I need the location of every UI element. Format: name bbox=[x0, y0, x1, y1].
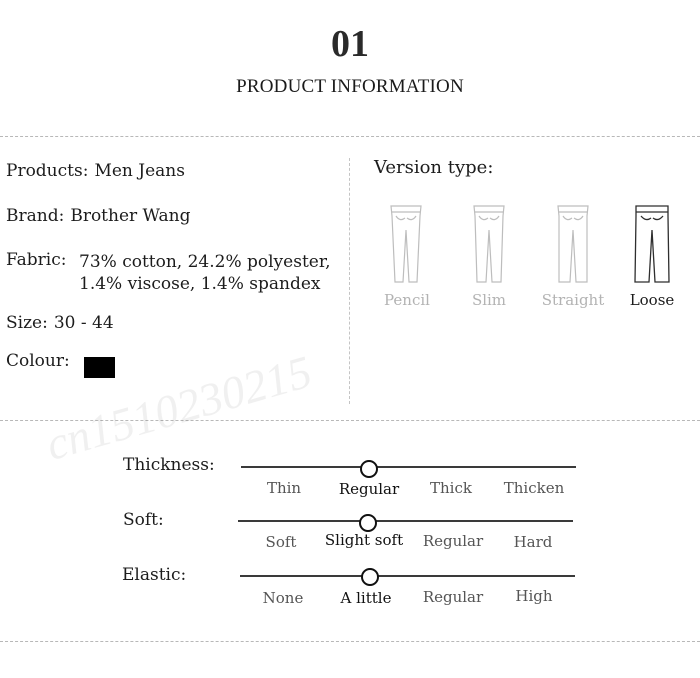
rating-label-soft: Soft: bbox=[123, 510, 164, 530]
size-label: Size: bbox=[6, 313, 48, 333]
divider-middle bbox=[0, 420, 700, 421]
straight-pants-icon bbox=[557, 205, 589, 283]
elastic-option-a-little: A little bbox=[340, 589, 392, 607]
thickness-option-regular: Regular bbox=[338, 480, 400, 498]
version-title: Version type: bbox=[374, 157, 494, 178]
version-label-loose: Loose bbox=[629, 291, 675, 309]
size-value: 30 - 44 bbox=[53, 313, 114, 333]
divider-vertical bbox=[349, 158, 350, 404]
elastic-track bbox=[240, 575, 575, 577]
colour-label: Colour: bbox=[6, 351, 70, 371]
brand-label: Brand: bbox=[6, 206, 65, 226]
version-label-straight: Straight bbox=[541, 291, 605, 309]
soft-option-hard: Hard bbox=[513, 533, 553, 551]
info-products: Products:Men Jeans bbox=[6, 161, 185, 181]
soft-option-regular: Regular bbox=[422, 532, 484, 550]
fabric-label: Fabric: bbox=[6, 250, 67, 270]
elastic-knob bbox=[361, 568, 379, 586]
brand-value: Brother Wang bbox=[70, 206, 191, 226]
rating-label-thickness: Thickness: bbox=[123, 455, 215, 475]
thickness-option-thicken: Thicken bbox=[503, 479, 565, 497]
fabric-value: 73% cotton, 24.2% polyester, 1.4% viscos… bbox=[79, 251, 331, 295]
watermark: cn1510230215 bbox=[40, 345, 318, 470]
soft-knob bbox=[359, 514, 377, 532]
slim-pants-icon bbox=[473, 205, 505, 283]
colour-swatch-black bbox=[84, 357, 115, 378]
soft-track bbox=[238, 520, 573, 522]
products-label: Products: bbox=[6, 161, 89, 181]
pencil-pants-icon bbox=[390, 205, 422, 283]
thickness-option-thin: Thin bbox=[266, 479, 302, 497]
fabric-line-1: 73% cotton, 24.2% polyester, bbox=[79, 252, 331, 272]
thickness-option-thick: Thick bbox=[430, 479, 472, 497]
divider-top bbox=[0, 136, 700, 137]
section-number: 01 bbox=[331, 23, 369, 65]
rating-label-elastic: Elastic: bbox=[122, 565, 187, 585]
divider-bottom bbox=[0, 641, 700, 642]
products-value: Men Jeans bbox=[94, 161, 185, 181]
section-title: PRODUCT INFORMATION bbox=[236, 76, 464, 97]
soft-option-soft: Soft bbox=[265, 533, 297, 551]
elastic-option-regular: Regular bbox=[422, 588, 484, 606]
soft-option-slight-soft: Slight soft bbox=[324, 531, 404, 549]
version-label-pencil: Pencil bbox=[384, 291, 430, 309]
thickness-track bbox=[241, 466, 576, 468]
thickness-knob bbox=[360, 460, 378, 478]
info-fabric-label: Fabric: bbox=[6, 250, 66, 270]
fabric-line-2: 1.4% viscose, 1.4% spandex bbox=[79, 274, 321, 294]
info-size: Size:30 - 44 bbox=[6, 313, 114, 333]
elastic-option-none: None bbox=[262, 589, 304, 607]
elastic-option-high: High bbox=[515, 587, 553, 605]
info-brand: Brand:Brother Wang bbox=[6, 206, 191, 226]
info-colour: Colour: bbox=[6, 351, 70, 371]
loose-pants-icon bbox=[634, 205, 670, 283]
version-label-slim: Slim bbox=[471, 291, 507, 309]
